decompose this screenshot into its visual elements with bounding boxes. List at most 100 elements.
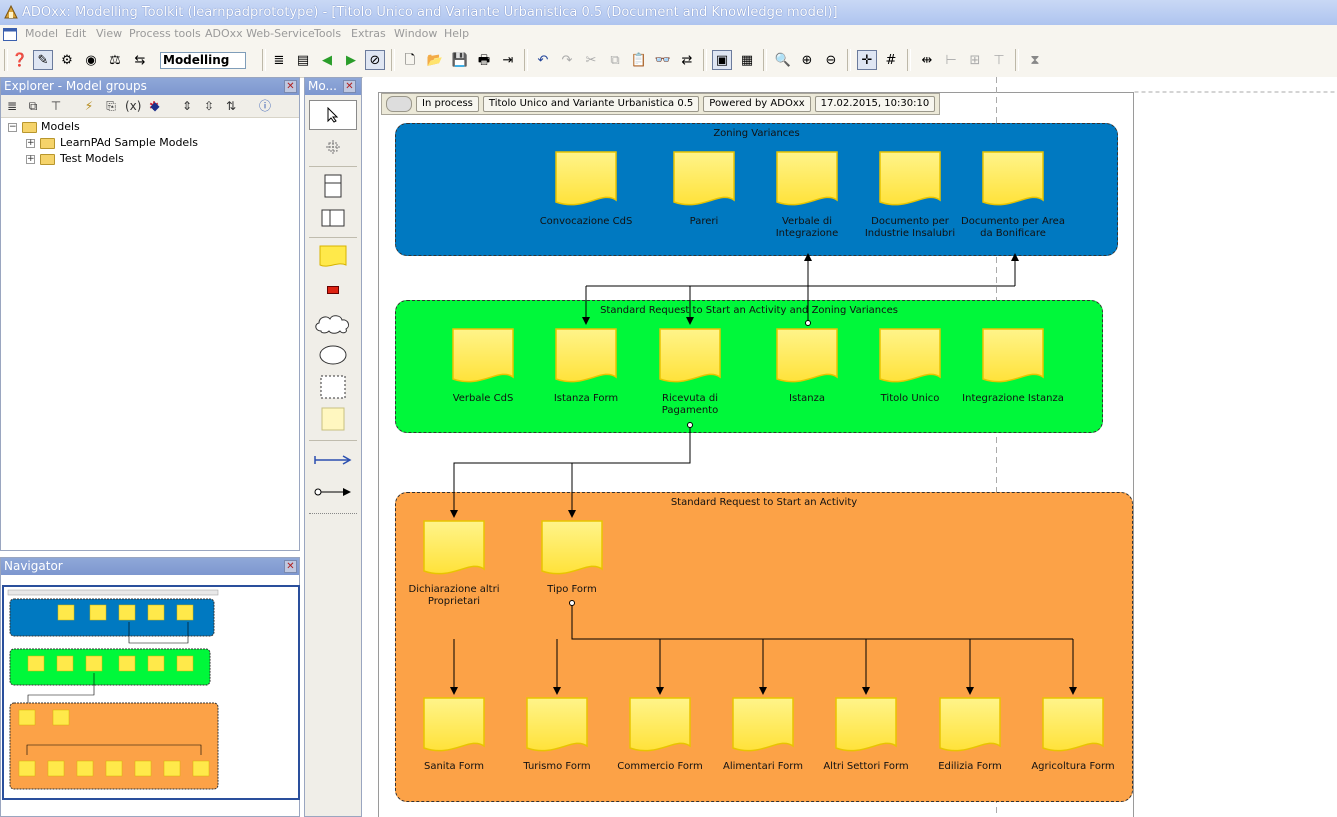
palette-close-icon[interactable]: ✕ — [343, 80, 356, 93]
document-alimentari-form[interactable]: Alimentari Form — [723, 761, 803, 772]
explorer-close-icon[interactable]: ✕ — [284, 80, 297, 93]
cut-icon[interactable]: ✂ — [585, 52, 597, 68]
collapse-icon[interactable]: − — [8, 122, 17, 132]
find-icon[interactable]: 👓 — [654, 52, 672, 68]
variables-icon[interactable]: (x) — [125, 99, 142, 113]
hourglass-icon[interactable]: ⧗ — [1030, 52, 1040, 68]
simulation-icon[interactable]: ◉ — [85, 52, 97, 68]
export-icon[interactable]: ⇥ — [502, 52, 514, 68]
navigator-close-icon[interactable]: ✕ — [284, 560, 297, 573]
menu-edit[interactable]: Edit — [65, 27, 87, 40]
analysis-icon[interactable]: ⚙ — [61, 52, 73, 68]
align-center-icon[interactable]: ⊞ — [969, 52, 981, 68]
hierarchy-icon[interactable]: ⊤ — [50, 99, 62, 113]
forward-icon[interactable]: ▶ — [346, 52, 356, 68]
document-industrie-insalubri[interactable]: Documento per Industrie Insalubri — [864, 216, 956, 239]
document-verbale-di-integrazione[interactable]: Verbale di Integrazione — [775, 216, 839, 239]
help-icon[interactable]: ⓘ — [258, 99, 271, 113]
menu-web-service[interactable]: ADOxx Web-Service — [205, 27, 315, 40]
pool-standard-request[interactable]: Standard Request to Start an Activity — [395, 492, 1133, 802]
document-istanza-form[interactable]: Istanza Form — [553, 393, 619, 404]
model-canvas[interactable]: In process Titolo Unico and Variante Urb… — [363, 77, 1337, 817]
align-icon[interactable]: ⇹ — [921, 52, 933, 68]
menu-help[interactable]: Help — [444, 27, 470, 40]
zoom-in-icon[interactable]: ⊕ — [801, 52, 813, 68]
pointer-tool-icon[interactable] — [309, 100, 357, 130]
model-groups-icon[interactable]: ⧉ — [28, 99, 38, 113]
undo-icon[interactable]: ↶ — [537, 52, 549, 68]
mode-selector[interactable]: Modelling — [160, 52, 246, 69]
navigate-icon[interactable]: ⊘ — [365, 50, 385, 70]
zoom-icon[interactable]: 🔍 — [774, 52, 792, 68]
back-icon[interactable]: ◀ — [322, 52, 332, 68]
replace-icon[interactable]: ⇄ — [681, 52, 693, 68]
evaluation-icon[interactable]: ⚖ — [109, 52, 121, 68]
vertical-swimlane-icon[interactable] — [313, 205, 353, 231]
diamond-icon[interactable]: ◆ — [150, 99, 160, 113]
group-tool-icon[interactable] — [313, 374, 353, 400]
note-tool-icon[interactable] — [313, 406, 353, 432]
sort-icon[interactable]: ⇅ — [225, 99, 237, 113]
document-verbale-cds[interactable]: Verbale CdS — [452, 393, 514, 404]
document-agricoltura-form[interactable]: Agricoltura Form — [1031, 761, 1115, 772]
expand-icon[interactable]: + — [26, 138, 35, 148]
document-sanita-form[interactable]: Sanita Form — [423, 761, 484, 772]
open-folder-icon[interactable]: 📂 — [426, 52, 444, 68]
menu-tools[interactable]: Tools — [314, 27, 342, 40]
association-arrow-tool-icon[interactable] — [313, 479, 353, 505]
menu-window[interactable]: Window — [394, 27, 438, 40]
import-export-icon[interactable]: ⇆ — [134, 52, 146, 68]
align-vertical-icon[interactable]: ⊤ — [993, 52, 1005, 68]
database-icon[interactable]: ≣ — [273, 52, 285, 68]
copy-model-icon[interactable]: ⎘ — [106, 99, 116, 113]
graphical-view-icon[interactable]: ▣ — [712, 50, 732, 70]
document-convocazione-cds[interactable]: Convocazione CdS — [539, 216, 633, 227]
document-titolo-unico[interactable]: Titolo Unico — [880, 393, 940, 404]
grid-icon[interactable]: # — [885, 52, 897, 68]
horizontal-swimlane-icon[interactable] — [313, 173, 353, 199]
document-integrazione-istanza[interactable]: Integrazione Istanza — [962, 393, 1064, 404]
save-icon[interactable]: 💾 — [451, 52, 469, 68]
relations-icon[interactable]: ⚡ — [84, 99, 94, 113]
expand-icon[interactable]: + — [26, 154, 35, 164]
document-ricevuta-di-pagamento[interactable]: Ricevuta di Pagamento — [661, 393, 719, 416]
help-cursor-icon[interactable]: ❓ — [11, 52, 29, 68]
print-icon[interactable]: 🖶 — [477, 52, 491, 68]
repository-icon[interactable]: ▤ — [296, 52, 310, 68]
swimlane-tool-icon[interactable] — [313, 134, 353, 160]
modelling-mode-icon[interactable]: ✎ — [33, 50, 53, 70]
expand-all-icon[interactable]: ⇕ — [181, 99, 193, 113]
document-window-icon[interactable] — [3, 28, 17, 41]
toggle-pill-icon[interactable] — [386, 96, 412, 112]
document-commercio-form[interactable]: Commercio Form — [617, 761, 703, 772]
collapse-all-icon[interactable]: ⇳ — [203, 99, 215, 113]
redo-icon[interactable]: ↷ — [561, 52, 573, 68]
document-edilizia-form[interactable]: Edilizia Form — [938, 761, 1002, 772]
document-turismo-form[interactable]: Turismo Form — [523, 761, 591, 772]
menu-view[interactable]: View — [96, 27, 123, 40]
document-dichiarazione-altri-proprietari[interactable]: Dichiarazione altri Proprietari — [408, 584, 500, 607]
ellipse-tool-icon[interactable] — [313, 342, 353, 368]
align-left-icon[interactable]: ⊢ — [945, 52, 957, 68]
document-area-da-bonificare[interactable]: Documento per Area da Bonificare — [961, 216, 1065, 239]
database-icon[interactable]: ≣ — [6, 99, 18, 113]
cloud-tool-icon[interactable] — [313, 310, 353, 336]
document-tool-icon[interactable] — [313, 244, 353, 270]
document-istanza[interactable]: Istanza — [789, 393, 825, 404]
paste-icon[interactable]: 📋 — [630, 52, 648, 68]
attributes-icon[interactable]: ✱ — [148, 99, 160, 113]
zoom-out-icon[interactable]: ⊖ — [825, 52, 837, 68]
menu-model[interactable]: Model — [25, 27, 59, 40]
menu-extras[interactable]: Extras — [351, 27, 386, 40]
relation-arrow-tool-icon[interactable] — [313, 447, 353, 473]
copy-icon[interactable]: ⧉ — [610, 52, 620, 68]
menu-process-tools[interactable]: Process tools — [129, 27, 201, 40]
grid-snap-icon[interactable]: ✛ — [857, 50, 877, 70]
document-tipo-form[interactable]: Tipo Form — [547, 584, 597, 595]
navigator-viewport[interactable] — [2, 585, 300, 800]
red-marker-tool-icon[interactable] — [313, 277, 353, 303]
new-model-icon[interactable]: 🗋 — [404, 52, 416, 68]
document-altri-settori-form[interactable]: Altri Settori Form — [823, 761, 909, 772]
document-pareri[interactable]: Pareri — [689, 216, 719, 227]
table-view-icon[interactable]: ▦ — [740, 52, 754, 68]
